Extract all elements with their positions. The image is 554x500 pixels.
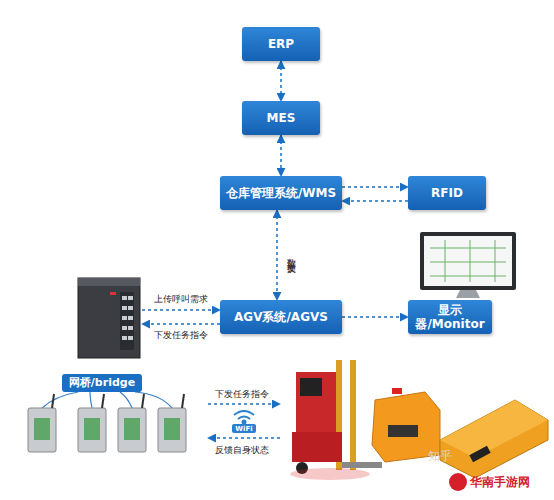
edge-label: 下发任务指令 xyxy=(154,329,208,342)
flat-agv xyxy=(440,400,548,478)
system-box: AGV系统/AGVS xyxy=(220,300,342,334)
watermark-logo xyxy=(449,473,467,491)
node-text: AGV系统/AGVS xyxy=(234,310,328,324)
edge-label: 数据交换 xyxy=(285,251,298,259)
wifi-badge xyxy=(232,424,256,433)
annotation-label: 知乎 xyxy=(428,448,452,465)
dashed-connector xyxy=(142,323,220,325)
system-box: MES xyxy=(242,101,320,135)
annotation-label: 下发任务指令 xyxy=(215,388,269,401)
edge-label: 上传呼叫需求 xyxy=(154,293,208,306)
system-box: RFID xyxy=(408,176,486,210)
switch-image xyxy=(78,278,140,358)
dashed-connector xyxy=(280,61,282,101)
node-text: 显示器/Monitor xyxy=(408,303,492,331)
system-box: 显示器/Monitor xyxy=(408,300,492,334)
annotation-label: 华南手游网 xyxy=(470,474,530,491)
node-text: RFID xyxy=(431,186,463,200)
dashed-connector xyxy=(276,210,278,300)
dashed-connector xyxy=(342,200,408,202)
node-text: ERP xyxy=(268,37,294,51)
system-box: ERP xyxy=(242,27,320,61)
forklift-agv xyxy=(290,360,382,480)
node-text: MES xyxy=(267,111,296,125)
device-wires xyxy=(42,392,172,408)
dashed-connector xyxy=(342,186,408,188)
monitor-image xyxy=(420,232,516,298)
annotation-label: WiFi xyxy=(235,425,252,433)
annotation-label: 反馈自身状态 xyxy=(215,444,269,457)
node-text: 网桥/bridge xyxy=(62,374,142,392)
dashed-connector xyxy=(142,309,220,311)
system-box: 仓库管理系统/WMS xyxy=(220,176,342,210)
dashed-connector xyxy=(280,135,282,176)
wifi-arrows xyxy=(208,404,280,438)
dashed-connector xyxy=(342,316,408,318)
bridge-devices xyxy=(28,394,186,452)
wifi-icon xyxy=(234,411,254,424)
node-text: 仓库管理系统/WMS xyxy=(226,186,336,200)
bridge-node: 网桥/bridge xyxy=(62,274,142,392)
